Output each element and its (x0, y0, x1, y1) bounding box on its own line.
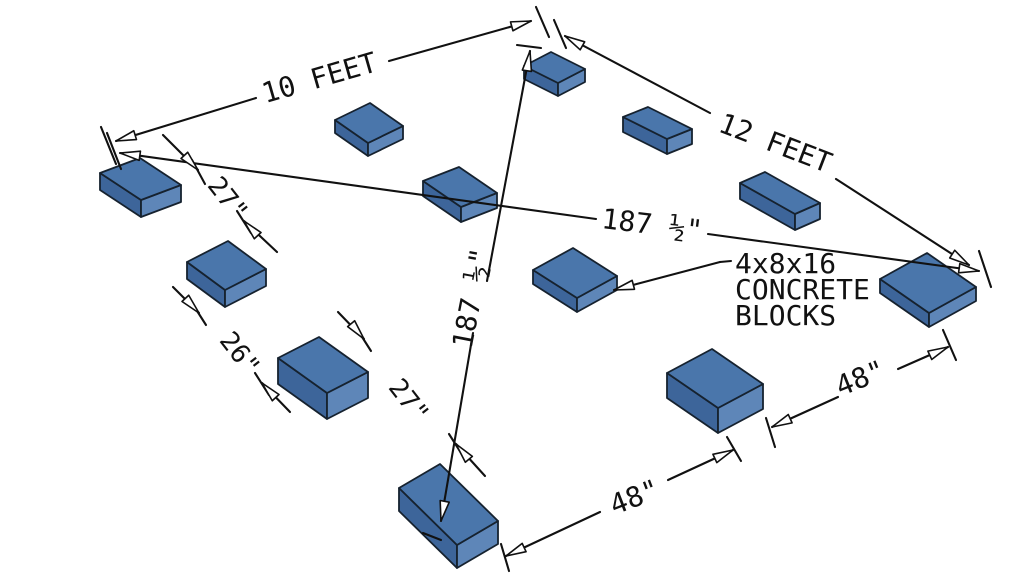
dim-10-feet-arrowhead (115, 129, 138, 142)
dim-diagonal-2-arrowhead (439, 499, 451, 522)
dim-diagonal-2-label: 187 ½" (446, 245, 498, 351)
dim-48-right-arrowhead (771, 413, 793, 428)
concrete-block-top-face (622, 106, 693, 140)
dim-48-bottom-arrowhead (505, 542, 527, 557)
dim-10-feet-line (114, 96, 258, 143)
dim-10-feet-label: 10 FEET (258, 46, 381, 110)
dim-48-right-tick (941, 328, 958, 362)
dim-12-feet-tick (977, 249, 993, 289)
dim-12-feet-tick (552, 18, 568, 50)
dim-diagonal-2-tick (515, 43, 543, 50)
concrete-block-top-face (277, 336, 369, 394)
dim-48-bottom-tick (725, 435, 743, 463)
dim-diagonal-2-tick (421, 531, 443, 542)
dim-12-feet-line (834, 177, 971, 267)
dim-diagonal-1-arrowhead (119, 150, 142, 162)
block-note-label: CONCRETE (735, 273, 870, 306)
block-note-leader-arrowhead (613, 279, 636, 291)
dim-27-top-arrowhead (180, 151, 199, 171)
dim-10-feet-tick (534, 5, 551, 39)
dim-diagonal-1-tick (105, 131, 123, 171)
dim-48-bottom-label: 48" (605, 473, 664, 522)
dim-48-right-tick (764, 416, 777, 449)
dim-12-feet-label: 12 FEET (714, 107, 836, 180)
block-note-leader-line (718, 259, 733, 264)
dim-diagonal-2-line (439, 331, 475, 523)
concrete-block-top-face (523, 51, 586, 84)
dim-diagonal-1-line (706, 232, 981, 273)
block-note-label: BLOCKS (735, 299, 836, 332)
dim-26-label: 26" (213, 326, 266, 381)
block-note-label: 4x8x16 (735, 247, 836, 280)
dim-10-feet-arrowhead (509, 20, 532, 32)
dim-12-feet-line (563, 34, 712, 115)
dim-48-bottom-tick (499, 542, 511, 573)
dim-27-top-label: 27" (201, 171, 254, 226)
dim-27-top-arrowhead (243, 220, 262, 240)
concrete-block-top-face (334, 102, 404, 144)
dim-10-feet-line (387, 19, 533, 63)
dim-27-bottom-label: 27" (382, 373, 435, 428)
dim-48-right-arrowhead (927, 346, 949, 361)
dim-26-arrowhead (181, 294, 200, 314)
dim-26-arrowhead (261, 382, 280, 402)
dim-diagonal-2-line (485, 49, 532, 283)
dim-27-bottom-arrowhead (455, 443, 474, 464)
dim-48-bottom-arrowhead (712, 449, 734, 464)
dim-12-feet-arrowhead (564, 35, 586, 51)
dim-10-feet-tick (99, 125, 118, 166)
dim-diagonal-1-line (118, 151, 598, 221)
dim-diagonal-2-arrowhead (521, 50, 533, 73)
dim-48-right-label: 48" (831, 353, 890, 403)
concrete-block-top-face (532, 247, 618, 299)
dim-diagonal-1-arrowhead (957, 262, 980, 274)
concrete-block-top-face (739, 171, 821, 215)
dim-27-bottom-arrowhead (346, 319, 365, 340)
dim-12-feet-arrowhead (948, 249, 970, 266)
concrete-block-top-face (186, 240, 267, 291)
concrete-block-top-face (666, 348, 764, 409)
dim-diagonal-1-label: 187 ½" (600, 202, 704, 247)
